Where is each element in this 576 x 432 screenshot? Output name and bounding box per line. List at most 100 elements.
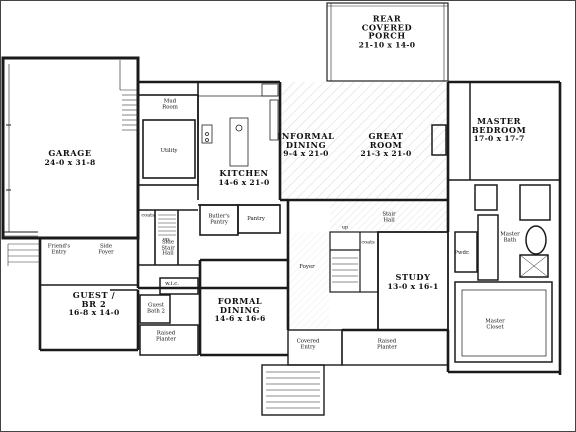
kitchen-name: KITCHEN	[219, 168, 269, 179]
foyer-floor	[288, 232, 330, 330]
service-wing-walls	[137, 82, 281, 266]
study-dims: 13-0 x 16-1	[387, 281, 439, 291]
master-bath-label: Master Bath	[500, 232, 519, 243]
master-bedroom-label: MASTER BEDROOM 17-0 x 17-7	[472, 117, 527, 143]
mud-room-label: Mud Room	[162, 99, 178, 110]
garage-label: GARAGE 24-0 x 31-8	[44, 149, 95, 167]
side-stair-hall-text-1: Side	[161, 239, 175, 246]
raised-planter-left-text-1: Raised	[156, 330, 176, 337]
formal-dining-label: FORMAL DINING 14-6 x 16-6	[214, 297, 265, 323]
side-stair-hall-text-3: Hall	[162, 250, 174, 257]
raised-planter-right-text-2: Planter	[377, 344, 397, 350]
informal-dining-name-1: INFORMAL	[277, 130, 335, 141]
kitchen-fixtures	[198, 83, 279, 167]
master-closet-text-1: Master	[485, 318, 505, 325]
guest-br2-name-1: GUEST /	[72, 289, 116, 300]
master-bath-text-1: Master	[500, 231, 520, 238]
side-stair-hall-label: Side Stair Hall	[161, 240, 174, 257]
master-bedroom-name-2: BEDROOM	[471, 124, 527, 135]
side-foyer-label: Side Foyer	[98, 244, 114, 255]
informal-dining-name-2: DINING	[285, 139, 327, 150]
coats-left-label: coats	[141, 213, 154, 218]
covered-entry-text-2: Entry	[300, 344, 316, 350]
great-room-dims: 21-3 x 21-0	[360, 149, 412, 159]
friends-entry-label: Friend's Entry	[48, 244, 70, 255]
mud-room-text-2: Room	[162, 104, 178, 110]
guest-bath-label: Guest Bath 2	[147, 303, 165, 314]
covered-entry-label: Covered Entry	[297, 339, 320, 350]
friends-entry-text-1: Friend's	[47, 243, 71, 250]
side-stair-hall-text-2: Stair	[161, 245, 175, 252]
butlers-pantry-label: Butler's Pantry	[208, 214, 229, 225]
guest-br2-name-2: BR 2	[81, 298, 107, 309]
side-foyer-text-2: Foyer	[98, 249, 114, 255]
stair-hall-label: Stair Hall	[382, 212, 395, 223]
up-text-2: up	[162, 236, 170, 243]
rear-porch-name-3: PORCH	[368, 30, 406, 41]
pantry-text: Pantry	[247, 216, 265, 223]
stair-hall-text-1: Stair	[382, 211, 396, 218]
formal-dining-name-1: FORMAL	[217, 295, 263, 306]
up-label-1: up	[342, 225, 348, 230]
master-suite-walls	[431, 82, 560, 363]
butlers-pantry-text-1: Butler's	[208, 213, 230, 220]
foyer-label: Foyer	[299, 264, 315, 271]
informal-dining-label: INFORMAL DINING 9-4 x 21-0	[277, 132, 334, 158]
master-closet-label: Master Closet	[485, 319, 504, 330]
stair-hall-text-2: Hall	[383, 217, 395, 223]
garage-dims: 24-0 x 31-8	[44, 157, 96, 167]
foyer-text: Foyer	[299, 264, 315, 271]
side-steps	[7, 243, 40, 266]
covered-entry-text-1: Covered	[296, 338, 320, 345]
kitchen-dims: 14-6 x 21-0	[218, 177, 270, 187]
kitchen-label: KITCHEN 14-6 x 21-0	[218, 169, 269, 187]
pwdr-text: Pwdr.	[454, 250, 470, 257]
formal-dining-name-2: DINING	[219, 304, 261, 315]
friends-entry-text-2: Entry	[51, 249, 67, 255]
coats-left-text: coats	[141, 212, 155, 219]
great-room-label: GREAT ROOM 21-3 x 21-0	[360, 132, 411, 158]
guest-br2-label: GUEST / BR 2 16-8 x 14-0	[68, 291, 119, 317]
informal-dining-dims: 9-4 x 21-0	[283, 149, 329, 159]
guest-bath-text-2: Bath 2	[147, 308, 165, 314]
rear-porch-label: REAR COVERED PORCH 21-10 x 14-0	[358, 13, 416, 50]
study-name: STUDY	[395, 272, 431, 283]
side-foyer-text-1: Side	[99, 243, 113, 250]
mud-room-text-1: Mud	[163, 98, 177, 105]
master-bedroom-name-1: MASTER	[476, 115, 522, 126]
great-room-floor	[280, 82, 448, 200]
guest-br2-dims: 16-8 x 14-0	[68, 308, 120, 318]
up-label-2: up	[163, 237, 169, 242]
guest-wing-walls	[40, 277, 199, 356]
raised-planter-right-label: Raised Planter	[377, 339, 397, 350]
raised-planter-left-label: Raised Planter	[156, 331, 176, 342]
rear-porch-dims: 21-10 x 14-0	[358, 40, 416, 50]
raised-planter-right-text-1: Raised	[377, 338, 397, 345]
garage-name: GARAGE	[48, 148, 92, 159]
pwdr-label: Pwdr.	[454, 250, 470, 257]
great-room-name-2: ROOM	[369, 139, 403, 150]
front-entry	[261, 329, 449, 416]
coats-right-label: coats	[361, 240, 374, 245]
rear-porch-name-1: REAR	[372, 13, 402, 24]
formal-dining-dims: 14-6 x 16-6	[214, 314, 266, 324]
service-stairs	[122, 94, 176, 236]
utility-text: Utility	[160, 148, 178, 155]
study-label: STUDY 13-0 x 16-1	[387, 273, 438, 291]
wic-label: w.i.c.	[165, 281, 179, 288]
raised-planter-left-text-2: Planter	[156, 336, 176, 342]
guest-bath-text-1: Guest	[148, 302, 164, 309]
wic-text: w.i.c.	[165, 281, 179, 288]
pantry-label: Pantry	[247, 216, 265, 223]
great-room-name-1: GREAT	[368, 130, 404, 141]
hall-floor	[330, 200, 448, 230]
rear-porch-name-2: COVERED	[361, 22, 413, 33]
rear-porch	[326, 2, 449, 82]
up-text-1: up	[341, 224, 349, 231]
master-bath-text-2: Bath	[503, 237, 517, 243]
master-bedroom-dims: 17-0 x 17-7	[473, 134, 525, 144]
butlers-pantry-text-2: Pantry	[210, 219, 228, 225]
coats-right-text: coats	[361, 239, 375, 246]
utility-label: Utility	[160, 148, 178, 155]
